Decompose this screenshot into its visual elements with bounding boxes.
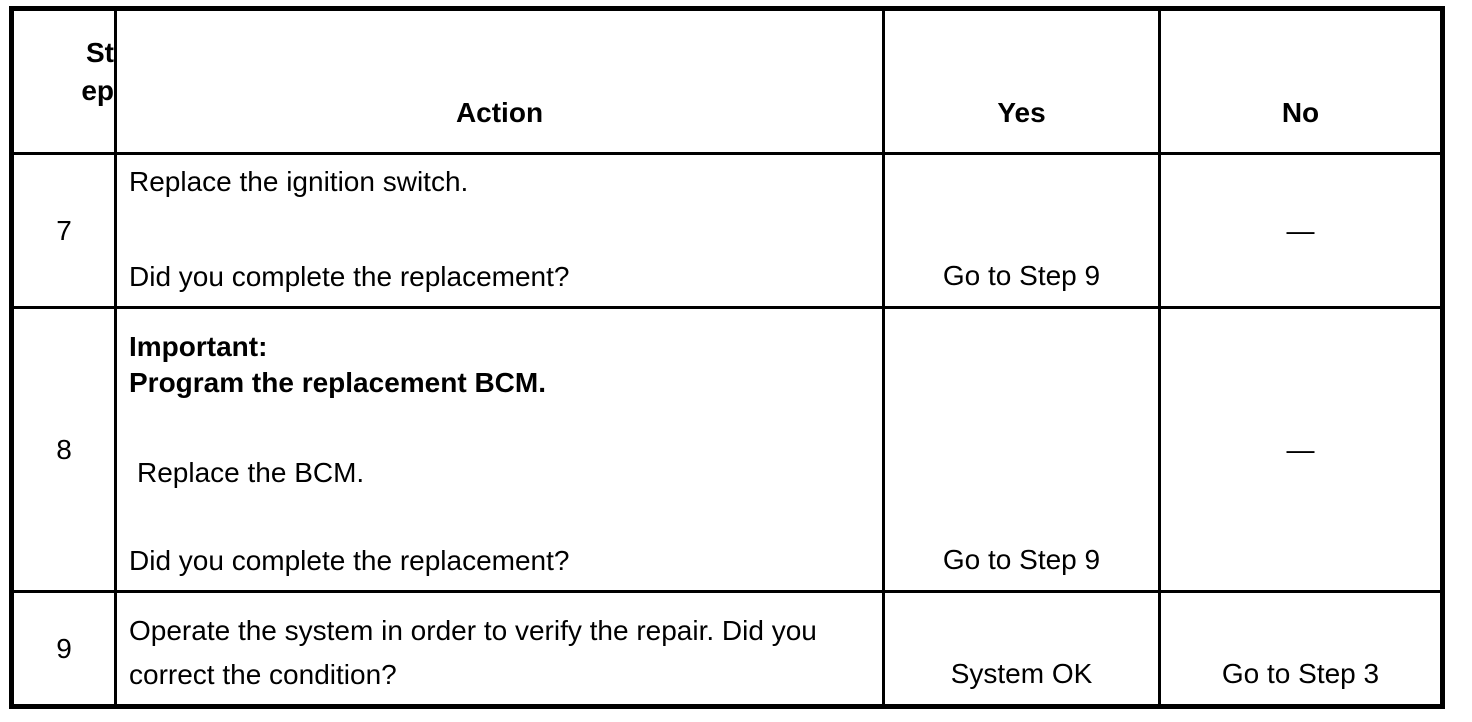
- no-cell-step-7: —: [1161, 155, 1440, 306]
- action-cell-step-8: Important: Program the replacement BCM. …: [117, 309, 882, 590]
- no-header-label: No: [1281, 97, 1320, 128]
- diagnostic-table: St ep Action Yes No 7 Replace the igniti…: [9, 6, 1445, 709]
- column-header-step: St ep: [14, 11, 114, 152]
- step-number-7: 7: [14, 155, 114, 306]
- action-question-line-2: correct the condition?: [129, 659, 397, 690]
- no-cell-step-9: Go to Step 3: [1161, 593, 1440, 704]
- yes-cell-step-9: System OK: [885, 593, 1158, 704]
- yes-cell-step-8: Go to Step 9: [885, 309, 1158, 590]
- action-cell-step-7: Replace the ignition switch. Did you com…: [117, 155, 882, 306]
- important-block: Important: Program the replacement BCM.: [129, 329, 862, 401]
- action-question-line-1: Operate the system in order to verify th…: [129, 615, 817, 646]
- action-question: Did you complete the replacement?: [129, 545, 570, 576]
- no-cell-step-8: —: [1161, 309, 1440, 590]
- action-instruction: Replace the ignition switch.: [129, 166, 469, 197]
- action-cell-step-9: Operate the system in order to verify th…: [117, 593, 882, 704]
- step-number-8: 8: [14, 309, 114, 590]
- column-header-action: Action: [117, 11, 882, 152]
- yes-header-label: Yes: [997, 97, 1046, 128]
- important-body: Program the replacement BCM.: [129, 367, 546, 398]
- column-header-no: No: [1161, 11, 1440, 152]
- step-header-line-2: ep: [81, 74, 114, 106]
- action-question: Did you complete the replacement?: [129, 261, 570, 292]
- yes-cell-step-7: Go to Step 9: [885, 155, 1158, 306]
- column-header-yes: Yes: [885, 11, 1158, 152]
- action-instruction: Replace the BCM.: [137, 456, 365, 488]
- action-header-label: Action: [455, 97, 544, 128]
- step-number-9: 9: [14, 593, 114, 704]
- important-label: Important:: [129, 331, 268, 362]
- step-header-line-1: St: [86, 36, 114, 68]
